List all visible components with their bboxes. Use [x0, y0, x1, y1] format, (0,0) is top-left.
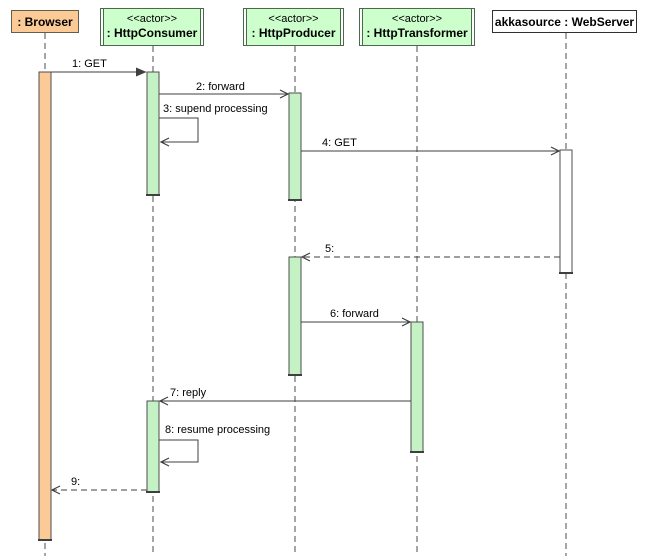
activation-webserver: [559, 149, 573, 274]
message-8-label: 8: resume processing: [165, 424, 271, 436]
participant-box-httpproducer: <<actor>> : HttpProducer: [243, 8, 344, 46]
activation-producer-2: [288, 256, 302, 376]
participant-box-browser: : Browser: [11, 10, 79, 33]
participant-stereotype: <<actor>>: [391, 13, 443, 25]
participant-name: : Browser: [17, 14, 73, 29]
participant-name: : HttpConsumer: [106, 26, 198, 40]
participant-box-httpconsumer: <<actor>> : HttpConsumer: [100, 8, 204, 46]
activation-transformer: [410, 321, 424, 453]
message-9-label: 9:: [71, 476, 81, 488]
activation-consumer-1: [146, 71, 160, 196]
message-2-label: 2: forward: [196, 81, 245, 93]
message-3-label: 3: supend processing: [163, 103, 268, 115]
actor-box-fill: <<actor>> : HttpTransformer: [362, 9, 472, 45]
participant-name: akkasource : WebServer: [494, 14, 635, 29]
participant-box-httptransformer: <<actor>> : HttpTransformer: [359, 8, 475, 46]
activation-browser: [38, 71, 52, 541]
activation-producer-1: [288, 92, 302, 201]
actor-box-fill: <<actor>> : HttpConsumer: [103, 9, 201, 45]
message-7-label: 7: reply: [170, 387, 207, 399]
activation-consumer-2: [146, 400, 160, 493]
message-3-self-line: [159, 117, 199, 147]
participant-box-webserver: akkasource : WebServer: [492, 10, 637, 33]
participant-stereotype: <<actor>>: [126, 13, 178, 25]
participant-name: : HttpProducer: [251, 26, 336, 40]
message-6-label: 6: forward: [330, 308, 379, 320]
participant-name: : HttpTransformer: [366, 26, 468, 40]
message-1-label: 1: GET: [72, 58, 107, 70]
participant-stereotype: <<actor>>: [268, 13, 319, 25]
message-5-label: 5:: [325, 243, 335, 255]
message-8-self-line: [159, 439, 199, 467]
message-4-label: 4: GET: [322, 137, 357, 149]
actor-box-fill: <<actor>> : HttpProducer: [246, 9, 341, 45]
